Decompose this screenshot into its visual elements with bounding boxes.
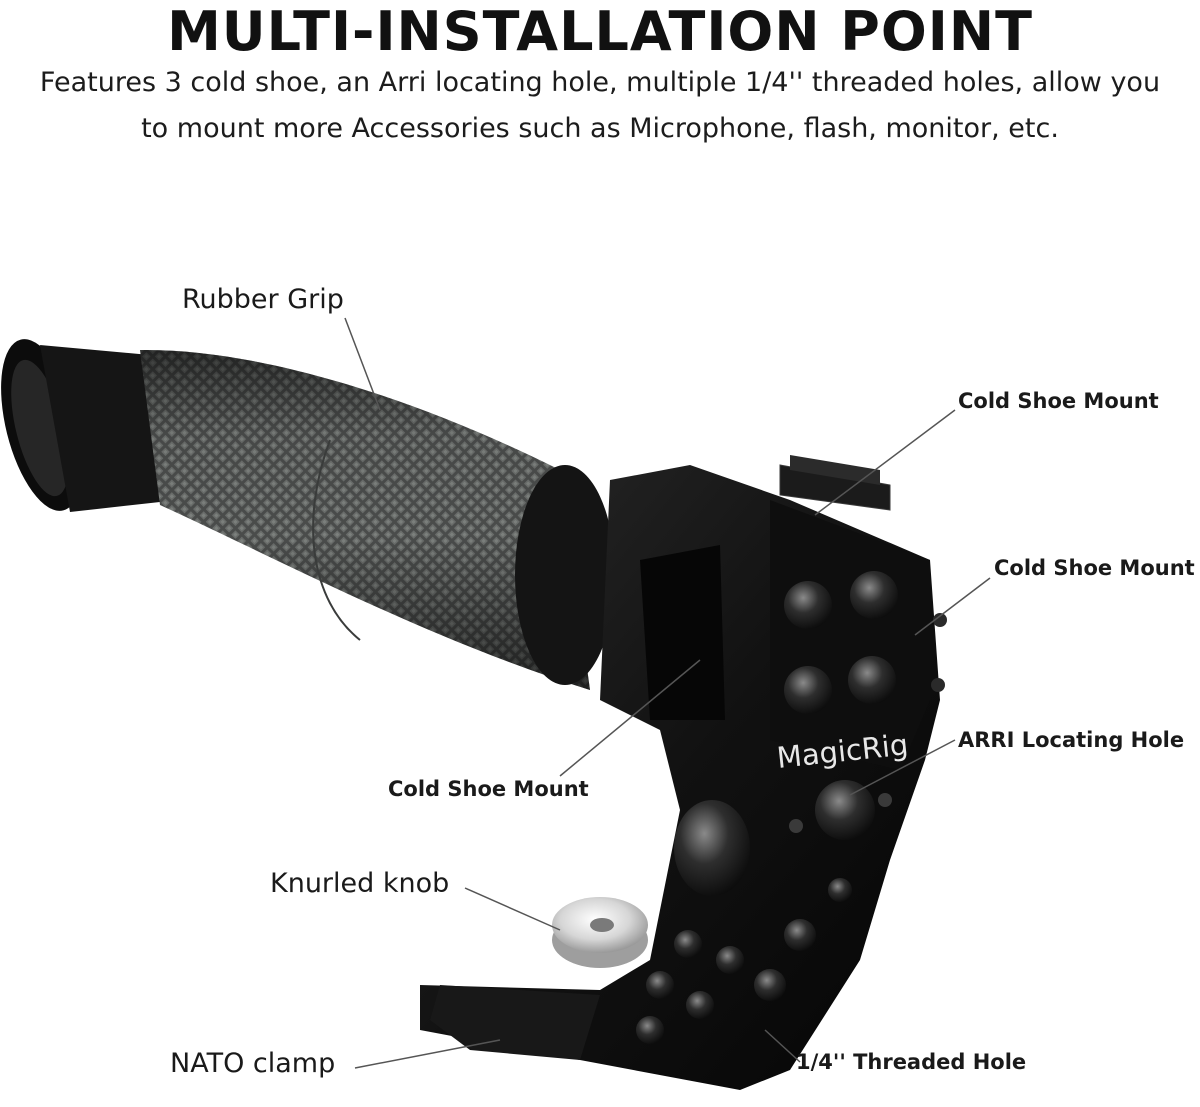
plate-holes xyxy=(784,571,947,714)
callout-cold-shoe-left: Cold Shoe Mount xyxy=(388,777,589,801)
arri-locating-hole xyxy=(789,780,892,840)
callout-cold-shoe-right: Cold Shoe Mount xyxy=(994,556,1195,580)
callout-threaded-hole: 1/4'' Threaded Hole xyxy=(796,1050,1027,1074)
grip-end-cap xyxy=(1,339,178,512)
callout-rubber-grip: Rubber Grip xyxy=(182,284,344,315)
callout-nato-clamp: NATO clamp xyxy=(170,1048,336,1079)
grip-collar xyxy=(515,465,615,685)
callout-cold-shoe-top: Cold Shoe Mount xyxy=(958,389,1159,413)
nato-clamp-rail xyxy=(430,985,600,1060)
rubber-grip xyxy=(140,349,590,690)
description-line-2: to mount more Accessories such as Microp… xyxy=(141,113,1059,144)
description-line-1: Features 3 cold shoe, an Arri locating h… xyxy=(39,67,1161,98)
knurled-knob xyxy=(552,897,648,968)
side-threaded-hole xyxy=(674,800,750,896)
callout-knurled-knob: Knurled knob xyxy=(270,868,450,899)
page-title: MULTI-INSTALLATION POINT xyxy=(167,0,1033,63)
callout-arri-hole: ARRI Locating Hole xyxy=(958,728,1185,752)
callout-leaders xyxy=(344,317,991,1069)
threaded-holes-lower xyxy=(636,878,852,1044)
